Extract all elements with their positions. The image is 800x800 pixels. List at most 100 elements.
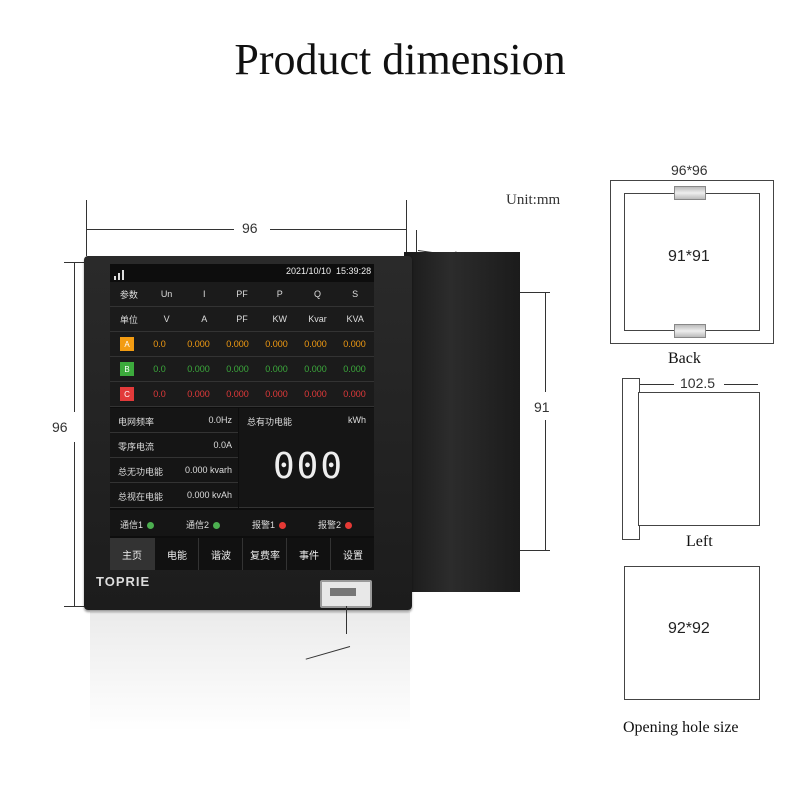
zero-current-panel: 零序电流 0.0A (110, 433, 238, 458)
unit-cell: A (201, 314, 208, 324)
param-header-cell: P (276, 289, 283, 299)
active-label: 总有功电能 (247, 417, 293, 427)
phase-badge: C (120, 387, 134, 401)
phase-value: 0.0 (153, 364, 166, 374)
status-row: 通信1 通信2 报警1 报警2 (110, 510, 374, 536)
status-label: 通信2 (186, 520, 210, 530)
status-comm2: 通信2 (186, 518, 221, 531)
dim-line-width-b (270, 229, 406, 230)
reactive-energy-panel: 总无功电能 0.000 kvarh (110, 458, 238, 483)
tab-multi-rate[interactable]: 复费率 (242, 538, 287, 570)
status-alarm2: 报警2 (318, 518, 353, 531)
left-depth-label: 102.5 (680, 375, 716, 391)
tab-settings[interactable]: 设置 (330, 538, 374, 570)
page-title: Product dimension (234, 35, 566, 84)
dim-tick-left (86, 200, 87, 256)
back-size-label: 96*96 (671, 162, 708, 178)
phase-value: 0.000 (343, 364, 366, 374)
dim-tick-top (64, 262, 86, 263)
left-caption: Left (686, 533, 713, 550)
phase-value: 0.000 (343, 339, 366, 349)
dim-line-height-a (74, 262, 75, 412)
status-comm1: 通信1 (120, 518, 155, 531)
unit-cell: Kvar (308, 314, 327, 324)
back-bottom-clip (674, 324, 706, 338)
param-header-cell: I (203, 289, 206, 299)
side-height-label: 91 (534, 399, 550, 415)
phase-value: 0.000 (265, 389, 288, 399)
back-inner-label: 91*91 (668, 248, 710, 265)
tab-harmonics[interactable]: 谐波 (198, 538, 243, 570)
status-alarm1: 报警1 (252, 518, 287, 531)
phase-value: 0.000 (265, 339, 288, 349)
unit-cell: KW (272, 314, 287, 324)
phase-value: 0.000 (304, 364, 327, 374)
param-header-row: 参数 Un I PF P Q S (110, 282, 374, 307)
tab-events[interactable]: 事件 (286, 538, 331, 570)
usb-leader-v (346, 606, 347, 634)
comm1-led-icon (147, 522, 155, 530)
tab-home[interactable]: 主页 (110, 538, 154, 570)
phase-row-a: A 0.0 0.000 0.000 0.000 0.000 0.000 (110, 332, 374, 357)
left-dim-line-a (640, 384, 674, 385)
active-energy-value: 000 (273, 446, 345, 487)
param-header-cell: Un (160, 289, 173, 299)
phase-row-c: C 0.0 0.000 0.000 0.000 0.000 0.000 (110, 382, 374, 407)
left-dim-line-b (724, 384, 758, 385)
hole-frame (624, 566, 760, 700)
phase-row-b: B 0.0 0.000 0.000 0.000 0.000 0.000 (110, 357, 374, 382)
back-inner-frame (624, 193, 760, 331)
freq-panel: 电网频率 0.0Hz (110, 408, 238, 433)
apparent-label: 总视在电能 (118, 492, 164, 502)
meter-screen: 2021/10/10 15:39:28 参数 Un I PF P Q S 单位 … (110, 264, 374, 570)
phase-value: 0.0 (153, 389, 166, 399)
zero-label: 零序电流 (118, 442, 155, 452)
reactive-label: 总无功电能 (118, 467, 164, 477)
active-energy-panel: 总有功电能 kWh 000 (239, 408, 374, 508)
freq-value: 0.0Hz (208, 415, 232, 425)
alarm2-led-icon (345, 522, 353, 530)
phase-value: 0.000 (265, 364, 288, 374)
dim-line-width-a (86, 229, 234, 230)
phase-value: 0.000 (226, 389, 249, 399)
side-tick-bottom (520, 550, 550, 551)
phase-value: 0.0 (153, 339, 166, 349)
device-reflection (90, 612, 410, 732)
comm2-led-icon (213, 522, 221, 530)
dim-line-height-b (74, 442, 75, 606)
left-body (638, 392, 760, 526)
unit-cell: KVA (346, 314, 364, 324)
phase-badge: B (120, 362, 134, 376)
front-height-label: 96 (52, 419, 68, 435)
phase-value: 0.000 (304, 339, 327, 349)
phase-value: 0.000 (226, 339, 249, 349)
apparent-energy-panel: 总视在电能 0.000 kvAh (110, 483, 238, 508)
param-header-cell: S (352, 289, 359, 299)
unit-cell: 单位 (119, 314, 138, 325)
front-width-label: 96 (242, 220, 258, 236)
side-tick-top (520, 292, 550, 293)
phase-badge: A (120, 337, 134, 351)
phase-value: 0.000 (187, 339, 210, 349)
unit-cell: PF (236, 314, 248, 324)
reactive-value: 0.000 kvarh (184, 465, 232, 475)
zero-value: 0.0A (213, 440, 232, 450)
phase-value: 0.000 (226, 364, 249, 374)
device-side-body (404, 252, 520, 592)
side-line-a (545, 292, 546, 392)
param-header-cell: Q (313, 289, 321, 299)
usb-port-slot (330, 588, 356, 596)
tab-energy[interactable]: 电能 (154, 538, 199, 570)
back-caption: Back (668, 350, 701, 367)
param-header-cell: 参数 (119, 289, 138, 300)
status-label: 报警1 (252, 520, 276, 530)
unit-label: Unit:mm (506, 192, 561, 208)
phase-value: 0.000 (304, 389, 327, 399)
alarm1-led-icon (279, 522, 287, 530)
freq-label: 电网频率 (118, 417, 155, 427)
unit-row: 单位 V A PF KW Kvar KVA (110, 307, 374, 332)
back-top-clip (674, 186, 706, 200)
hole-caption: Opening hole size (623, 719, 739, 736)
param-header-cell: PF (236, 289, 248, 299)
active-unit: kWh (348, 415, 366, 425)
